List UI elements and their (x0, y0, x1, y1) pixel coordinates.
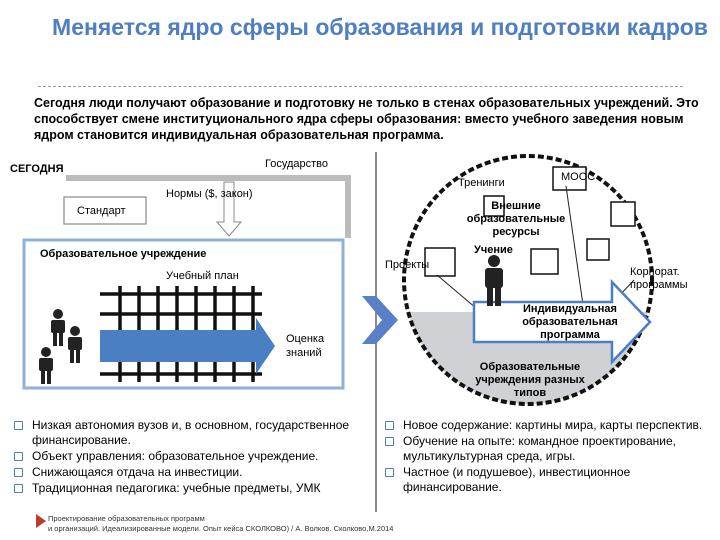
list-item: Обучение на опыте: командное проектирова… (383, 434, 718, 464)
list-item: Частное (и подушевое), инвестиционное фи… (383, 465, 718, 495)
individual-program-arrow (472, 278, 652, 366)
mooc-pointer (565, 185, 585, 313)
resource-boxes (424, 166, 636, 277)
circle-border (402, 154, 654, 406)
footer-line-2: и организаций. Идеализированные модели. … (48, 524, 394, 533)
today-label: СЕГОДНЯ (10, 163, 64, 175)
transition-chevron (362, 296, 398, 344)
trainings-label: Тренинги (458, 177, 505, 189)
left-bullet-list: Низкая автономия вузов и, в основном, го… (12, 418, 374, 497)
learning-label: Учение (474, 244, 513, 256)
curriculum-label: Учебный план (166, 270, 239, 282)
projects-label: Проекты (385, 259, 430, 271)
list-item: Снижающаяся отдача на инвестиции. (12, 465, 374, 480)
learner-icon (485, 255, 503, 306)
standard-box (63, 196, 147, 225)
footer-line-1: Проектирование образовательных программ (48, 514, 205, 523)
intro-text: Сегодня люди получают образование и подг… (34, 96, 699, 142)
individual-program-label: Индивидуальная образовательная программа (522, 303, 618, 341)
right-bullet-list: Новое содержание: картины мира, карты пе… (383, 418, 718, 496)
norms-arrow (215, 181, 243, 237)
institutions-label: Образовательные учреждения разных типов (475, 361, 585, 399)
list-item: Традиционная педагогика: учебные предмет… (12, 481, 374, 496)
footer-marker-icon (36, 514, 46, 528)
institution-label: Образовательное учреждение (40, 248, 207, 260)
footer-citation: Проектирование образовательных программ … (48, 514, 393, 534)
assessment-arrow (100, 318, 275, 374)
state-bracket (66, 175, 351, 238)
assessment-label: Оценка знаний (286, 333, 325, 359)
corporate-programs-label: Корпорат. программы (630, 266, 688, 291)
mooc-label: МООС (561, 171, 596, 183)
state-label: Государство (265, 158, 329, 170)
divider (38, 86, 683, 87)
list-item: Новое содержание: картины мира, карты пе… (383, 418, 718, 433)
list-item: Объект управления: образовательное учреж… (12, 449, 374, 464)
page-title: Меняется ядро сферы образования и подгот… (52, 14, 708, 40)
people-icon (39, 309, 82, 384)
standard-label: Стандарт (77, 205, 126, 217)
external-resources-label: Внешние образовательные ресурсы (466, 200, 566, 238)
norms-label: Нормы ($, закон) (166, 188, 253, 200)
list-item: Низкая автономия вузов и, в основном, го… (12, 418, 374, 448)
